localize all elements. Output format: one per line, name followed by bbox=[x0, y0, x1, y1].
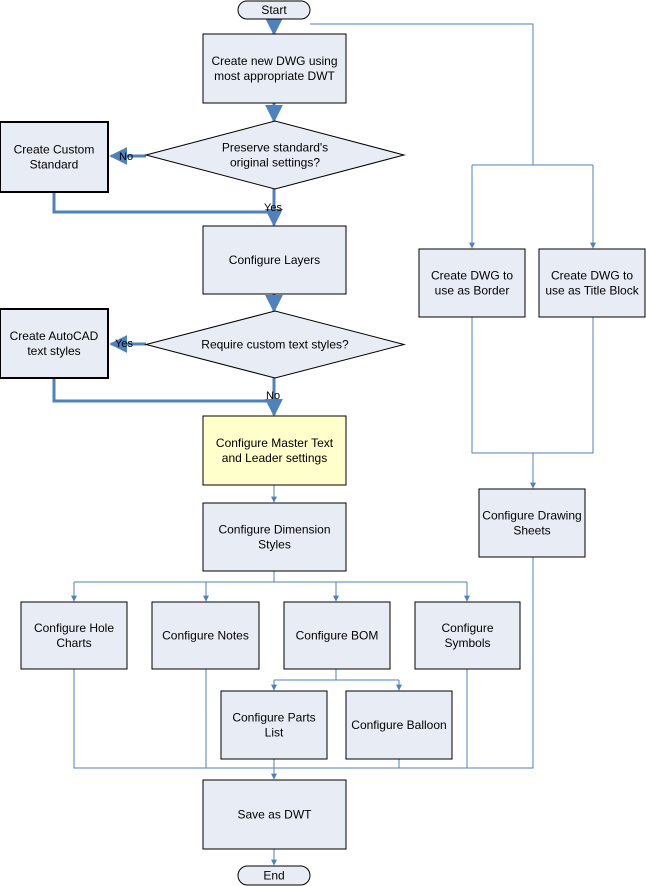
end-label: End bbox=[263, 869, 284, 883]
dimension-label: Configure Dimension bbox=[218, 523, 330, 537]
layers-label: Configure Layers bbox=[229, 253, 320, 267]
connectors bbox=[52, 17, 596, 866]
hole-charts-label: Configure Hole bbox=[34, 621, 114, 635]
dimension-shape bbox=[202, 502, 347, 572]
balloon-shape bbox=[345, 690, 453, 760]
end-shape bbox=[237, 865, 311, 886]
edge-merge-bottom bbox=[73, 669, 533, 769]
master-text-shape bbox=[202, 415, 347, 486]
layers-shape bbox=[202, 225, 347, 295]
custom-standard-shape bbox=[0, 121, 109, 193]
border-label: Create DWG to bbox=[431, 269, 513, 283]
border-label: use as Border bbox=[435, 284, 510, 298]
node-balloon: Configure Balloon bbox=[345, 690, 453, 760]
parts-list-label: List bbox=[265, 726, 284, 740]
title-block-label: Create DWG to bbox=[551, 269, 633, 283]
symbols-label: Configure bbox=[441, 621, 493, 635]
hole-charts-label: Charts bbox=[56, 636, 91, 650]
title-block-label: use as Title Block bbox=[545, 284, 639, 298]
bom-label: Configure BOM bbox=[296, 629, 379, 643]
edge-border-merge bbox=[471, 317, 594, 454]
text-yes-label: Yes bbox=[115, 338, 133, 350]
create-dwg-label: most appropriate DWT bbox=[214, 69, 335, 83]
save-dwt-shape bbox=[202, 779, 347, 850]
autocad-text-label: text styles bbox=[27, 344, 80, 358]
preserve-label: Preserve standard's bbox=[222, 141, 328, 155]
node-bom: Configure BOM bbox=[283, 601, 391, 670]
symbols-shape bbox=[414, 601, 521, 670]
start-label: Start bbox=[261, 3, 287, 17]
preserve-label: original settings? bbox=[230, 156, 320, 170]
require-text-label: Require custom text styles? bbox=[201, 338, 349, 352]
node-require-text: Require custom text styles? bbox=[144, 310, 406, 379]
drawing-sheets-label: Configure Drawing bbox=[482, 509, 581, 523]
node-notes: Configure Notes bbox=[151, 601, 260, 670]
bom-shape bbox=[283, 601, 391, 670]
preserve-yes-label: Yes bbox=[264, 202, 282, 214]
notes-shape bbox=[151, 601, 260, 670]
drawing-sheets-label: Sheets bbox=[513, 524, 550, 538]
edge-labels: No Yes Yes No bbox=[115, 151, 282, 402]
dimension-label: Styles bbox=[258, 538, 291, 552]
create-dwg-label: Create new DWG using bbox=[211, 54, 337, 68]
custom-standard-label: Create Custom bbox=[14, 143, 95, 157]
require-text-shape bbox=[144, 310, 406, 379]
master-text-label: and Leader settings bbox=[222, 451, 327, 465]
autocad-text-label: Create AutoCAD bbox=[10, 329, 99, 343]
preserve-shape bbox=[144, 120, 406, 190]
node-save-dwt: Save as DWT bbox=[202, 779, 347, 850]
save-dwt-label: Save as DWT bbox=[237, 808, 312, 822]
title-block-shape bbox=[538, 248, 646, 318]
notes-label: Configure Notes bbox=[162, 629, 249, 643]
autocad-text-shape bbox=[0, 308, 109, 379]
drawing-sheets-shape bbox=[478, 488, 586, 558]
node-start: Start bbox=[237, 0, 311, 20]
hole-charts-shape bbox=[20, 601, 128, 670]
start-shape bbox=[237, 0, 311, 20]
border-shape bbox=[418, 248, 526, 318]
node-end: End bbox=[237, 865, 311, 886]
parts-list-label: Configure Parts bbox=[232, 711, 315, 725]
edge-autocad-return bbox=[52, 378, 274, 403]
node-layers: Configure Layers bbox=[202, 225, 347, 295]
parts-list-shape bbox=[220, 690, 328, 760]
edge-custom-standard-return bbox=[52, 192, 274, 214]
balloon-label: Configure Balloon bbox=[351, 718, 446, 732]
symbols-label: Symbols bbox=[444, 636, 490, 650]
master-text-label: Configure Master Text bbox=[216, 436, 334, 450]
custom-standard-label: Standard bbox=[30, 158, 79, 172]
create-dwg-shape bbox=[202, 33, 347, 104]
text-no-label: No bbox=[266, 390, 280, 402]
edge-start-to-right-branch bbox=[310, 23, 534, 165]
preserve-no-label: No bbox=[119, 151, 133, 163]
